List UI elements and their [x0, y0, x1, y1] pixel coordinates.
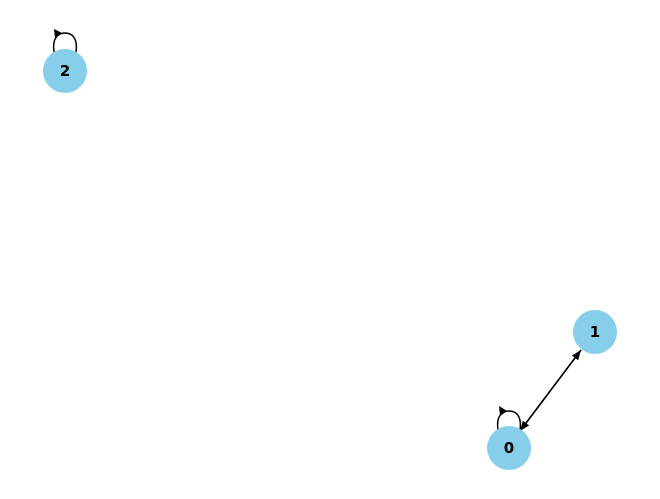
node-2: 2 — [43, 49, 87, 93]
node-0-circle — [487, 426, 531, 470]
edge-2-to-2-arrowhead — [54, 29, 62, 38]
edges-layer — [52, 29, 582, 432]
node-1: 1 — [573, 310, 617, 354]
node-2-label: 2 — [60, 62, 70, 80]
edge-0-to-0-arrowhead — [499, 406, 507, 416]
edge-0-to-0-self-loop — [496, 410, 522, 431]
node-2-circle — [43, 49, 87, 93]
node-1-label: 1 — [590, 323, 600, 341]
node-1-circle — [573, 310, 617, 354]
nodes-layer: 2 1 0 — [43, 49, 617, 470]
edge-1-to-0 — [519, 349, 582, 432]
edge-2-to-2-self-loop — [52, 32, 78, 53]
node-0: 0 — [487, 426, 531, 470]
node-0-label: 0 — [504, 439, 514, 457]
